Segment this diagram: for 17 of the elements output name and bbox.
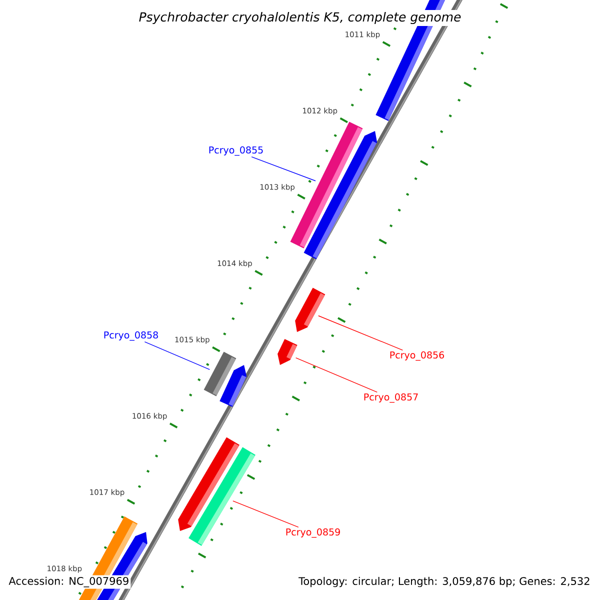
leader-line	[144, 342, 210, 370]
gene-label: Pcryo_0858	[104, 331, 158, 341]
gene-label: Pcryo_0855	[209, 146, 263, 156]
accession-text: Accession: NC_007969	[7, 575, 131, 589]
leader-line	[295, 358, 378, 393]
gene-feature	[295, 288, 326, 332]
title: Psychrobacter cryohalolentis K5, complete genome	[136, 10, 464, 26]
leader-line	[251, 156, 316, 182]
leader-line	[318, 315, 404, 351]
gene-label: Pcryo_0856	[390, 351, 444, 361]
leader-line	[232, 500, 299, 528]
gene-feature	[278, 338, 298, 365]
gene-feature	[188, 447, 256, 546]
genome-info-text: Topology: circular; Length: 3,059,876 bp; Genes: 2,532	[297, 575, 592, 589]
gene-label: Pcryo_0859	[286, 528, 340, 538]
gene-feature	[204, 352, 236, 396]
gene-label: Pcryo_0857	[364, 393, 418, 403]
